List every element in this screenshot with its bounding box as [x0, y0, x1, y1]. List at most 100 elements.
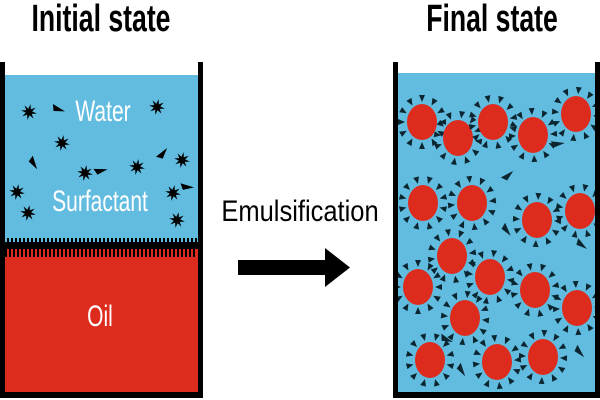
surfactant-spike — [442, 339, 451, 348]
oil-droplet — [440, 290, 490, 346]
surfactant-spike — [549, 130, 558, 137]
surfactant-spike — [398, 119, 405, 125]
surfactant-spike — [505, 135, 513, 143]
surfactant-spike — [513, 227, 522, 234]
oil-core — [482, 344, 512, 380]
surfactant-spike — [398, 206, 407, 213]
surfactant-spike — [585, 283, 592, 291]
surfactant-spike — [420, 379, 426, 387]
surfactant-spike — [428, 244, 436, 251]
surfactant-spike — [538, 376, 545, 385]
surfactant-spike — [398, 193, 407, 200]
oil-core — [415, 342, 445, 378]
surfactant-spike — [439, 119, 446, 125]
surfactant-spike — [520, 341, 529, 348]
surfactant-spike — [537, 309, 544, 317]
surfactant-spike — [548, 270, 556, 278]
surfactant-spike — [471, 149, 480, 157]
surfactant-spike — [433, 131, 442, 138]
oil-droplet — [398, 260, 442, 314]
oil-core — [562, 290, 592, 326]
surfactant-spike — [509, 126, 517, 133]
surfactant-spike — [450, 213, 458, 221]
surfactant-spike — [526, 263, 533, 271]
surfactant-spike — [437, 130, 445, 137]
surfactant-spike — [434, 333, 440, 341]
surfactant-spike — [399, 107, 407, 114]
surfactant-spike — [405, 363, 414, 370]
surfactant-spike — [551, 282, 560, 288]
surfactant-spike — [464, 290, 471, 299]
surfactant-spike — [543, 150, 550, 159]
surfactant-spike — [483, 218, 490, 226]
surfactant-spike — [526, 372, 533, 381]
surfactant-spike — [583, 131, 590, 140]
surfactant-spike — [431, 138, 438, 147]
surfactant-spike — [491, 334, 498, 343]
surfactant-spike — [472, 361, 481, 368]
oil-droplet — [552, 280, 595, 336]
surfactant-spike — [469, 116, 477, 124]
initial-state-title: Initial state — [31, 0, 171, 40]
surfactant-spike — [541, 329, 548, 338]
surfactant-spike — [406, 97, 413, 106]
surfactant-spike — [477, 251, 484, 259]
surfactant-spike — [553, 294, 562, 301]
surfactant-spike — [592, 315, 595, 319]
surfactant-star — [129, 159, 145, 175]
surfactant-spike — [491, 249, 498, 258]
surfactant-tail — [500, 170, 514, 181]
surfactant-spike — [402, 182, 411, 191]
surfactant-spike — [558, 129, 565, 137]
surfactant-spike — [496, 381, 503, 390]
surfactant-spike — [458, 230, 465, 238]
surfactant-spike — [504, 336, 511, 345]
surfactant-spike — [469, 111, 477, 118]
surfactant-spike — [479, 177, 486, 186]
surfactant-spike — [545, 237, 552, 245]
surfactant-spike — [479, 339, 486, 347]
surfactant-spike — [468, 124, 477, 130]
container-left-wall — [0, 62, 5, 398]
surfactant-spike — [482, 296, 489, 305]
surfactant-spike — [406, 138, 413, 147]
surfactant-spike — [531, 154, 538, 163]
surfactant-star — [174, 152, 190, 168]
surfactant-spike — [551, 374, 558, 382]
oil-droplet — [518, 329, 568, 385]
surfactant-spike — [592, 115, 595, 117]
surfactant-spike — [558, 343, 567, 350]
surfactant-spike — [553, 333, 560, 342]
surfactant-spike — [509, 121, 518, 128]
final-state-container — [393, 62, 600, 398]
surfactant-spike — [562, 88, 569, 97]
container-right-wall — [595, 62, 600, 398]
surfactant-star — [54, 135, 70, 151]
surfactant-spike — [591, 293, 595, 299]
surfactant-spike — [556, 215, 564, 222]
oil-droplet — [465, 249, 515, 305]
surfactant-spike — [480, 305, 489, 311]
surfactant-spike — [444, 228, 451, 237]
surfactant-spike — [512, 215, 521, 222]
surfactant-spike — [431, 97, 438, 106]
surfactant-spike — [398, 272, 403, 279]
surfactant-spike — [518, 152, 525, 160]
surfactant-spike — [509, 114, 518, 120]
oil-droplet — [510, 263, 560, 317]
surfactant-tail — [28, 155, 38, 170]
surfactant-spike — [433, 234, 441, 242]
surfactant-spike — [435, 284, 442, 290]
surfactant-spike — [458, 220, 465, 229]
container-right-wall — [198, 62, 203, 398]
oil-droplet — [433, 110, 483, 166]
surfactant-spike — [413, 176, 419, 184]
surfactant-spike — [446, 350, 455, 357]
surfactant-star — [169, 212, 185, 228]
surfactant-spike — [447, 202, 456, 209]
oil-core — [403, 269, 433, 305]
oil-droplet — [405, 333, 455, 387]
surfactant-spike — [475, 372, 483, 380]
surfactant-spike — [554, 317, 563, 324]
